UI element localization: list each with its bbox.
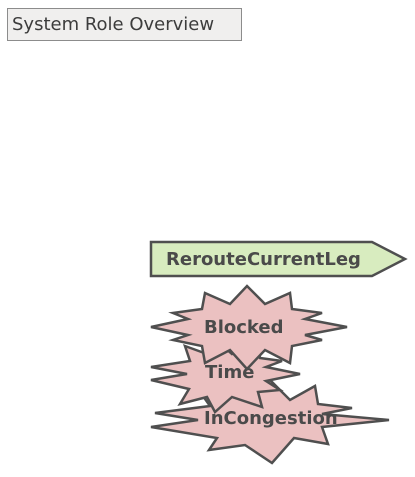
pentagon-arrow-icon	[149, 240, 408, 278]
starburst-icon	[150, 337, 301, 414]
diagram-title-tab[interactable]: System Role Overview	[7, 8, 242, 41]
role-node[interactable]: RerouteCurrentLeg	[149, 240, 408, 278]
starburst-icon	[150, 284, 348, 371]
event-label: Blocked	[204, 317, 284, 338]
event-node-blocked[interactable]: Blocked	[150, 284, 348, 371]
event-label: Time	[205, 362, 254, 383]
event-label: InCongestion	[204, 408, 338, 429]
role-label: RerouteCurrentLeg	[166, 249, 361, 270]
event-node-time[interactable]: Time	[150, 337, 301, 414]
